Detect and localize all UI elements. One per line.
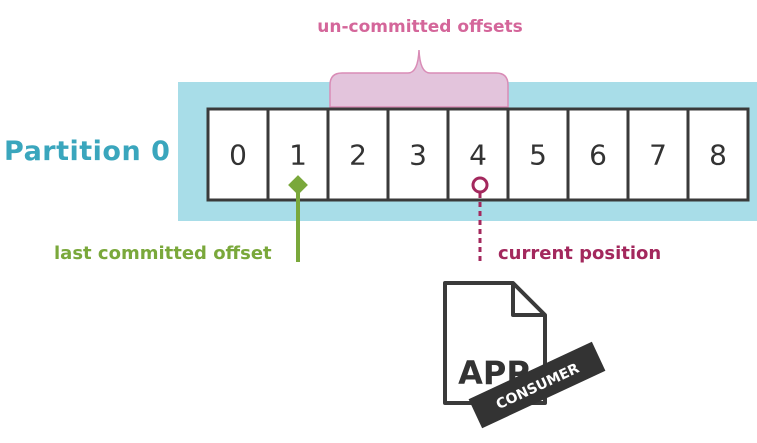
consumer-tag-background <box>468 341 606 429</box>
offset-cell <box>326 107 390 202</box>
last-committed-diamond <box>288 175 308 195</box>
offset-cell <box>566 107 630 202</box>
offset-cell <box>626 107 690 202</box>
offset-cell <box>206 107 270 202</box>
last-committed-offset-label: last committed offset <box>54 243 272 264</box>
offset-cell-label: 4 <box>469 139 487 172</box>
offset-cell-label: 1 <box>289 139 307 172</box>
offset-cell-label: 5 <box>529 139 547 172</box>
offset-cell-label: 2 <box>349 139 367 172</box>
offset-cell-label: 8 <box>709 139 727 172</box>
offset-cell-label: 7 <box>649 139 667 172</box>
current-position-label: current position <box>498 243 662 264</box>
offset-cell <box>686 107 750 202</box>
offset-cell-label: 3 <box>409 139 427 172</box>
document-fold-icon <box>511 283 545 317</box>
current-position-circle <box>471 176 489 194</box>
uncommitted-offsets-label: un-committed offsets <box>317 17 523 37</box>
offset-cell-label: 6 <box>589 139 607 172</box>
uncommitted-brace <box>329 49 509 108</box>
partition-label: Partition 0 <box>4 136 171 167</box>
offset-cell-label: 0 <box>229 139 247 172</box>
consumer-app-icon: APP CONSUMER <box>443 281 606 429</box>
